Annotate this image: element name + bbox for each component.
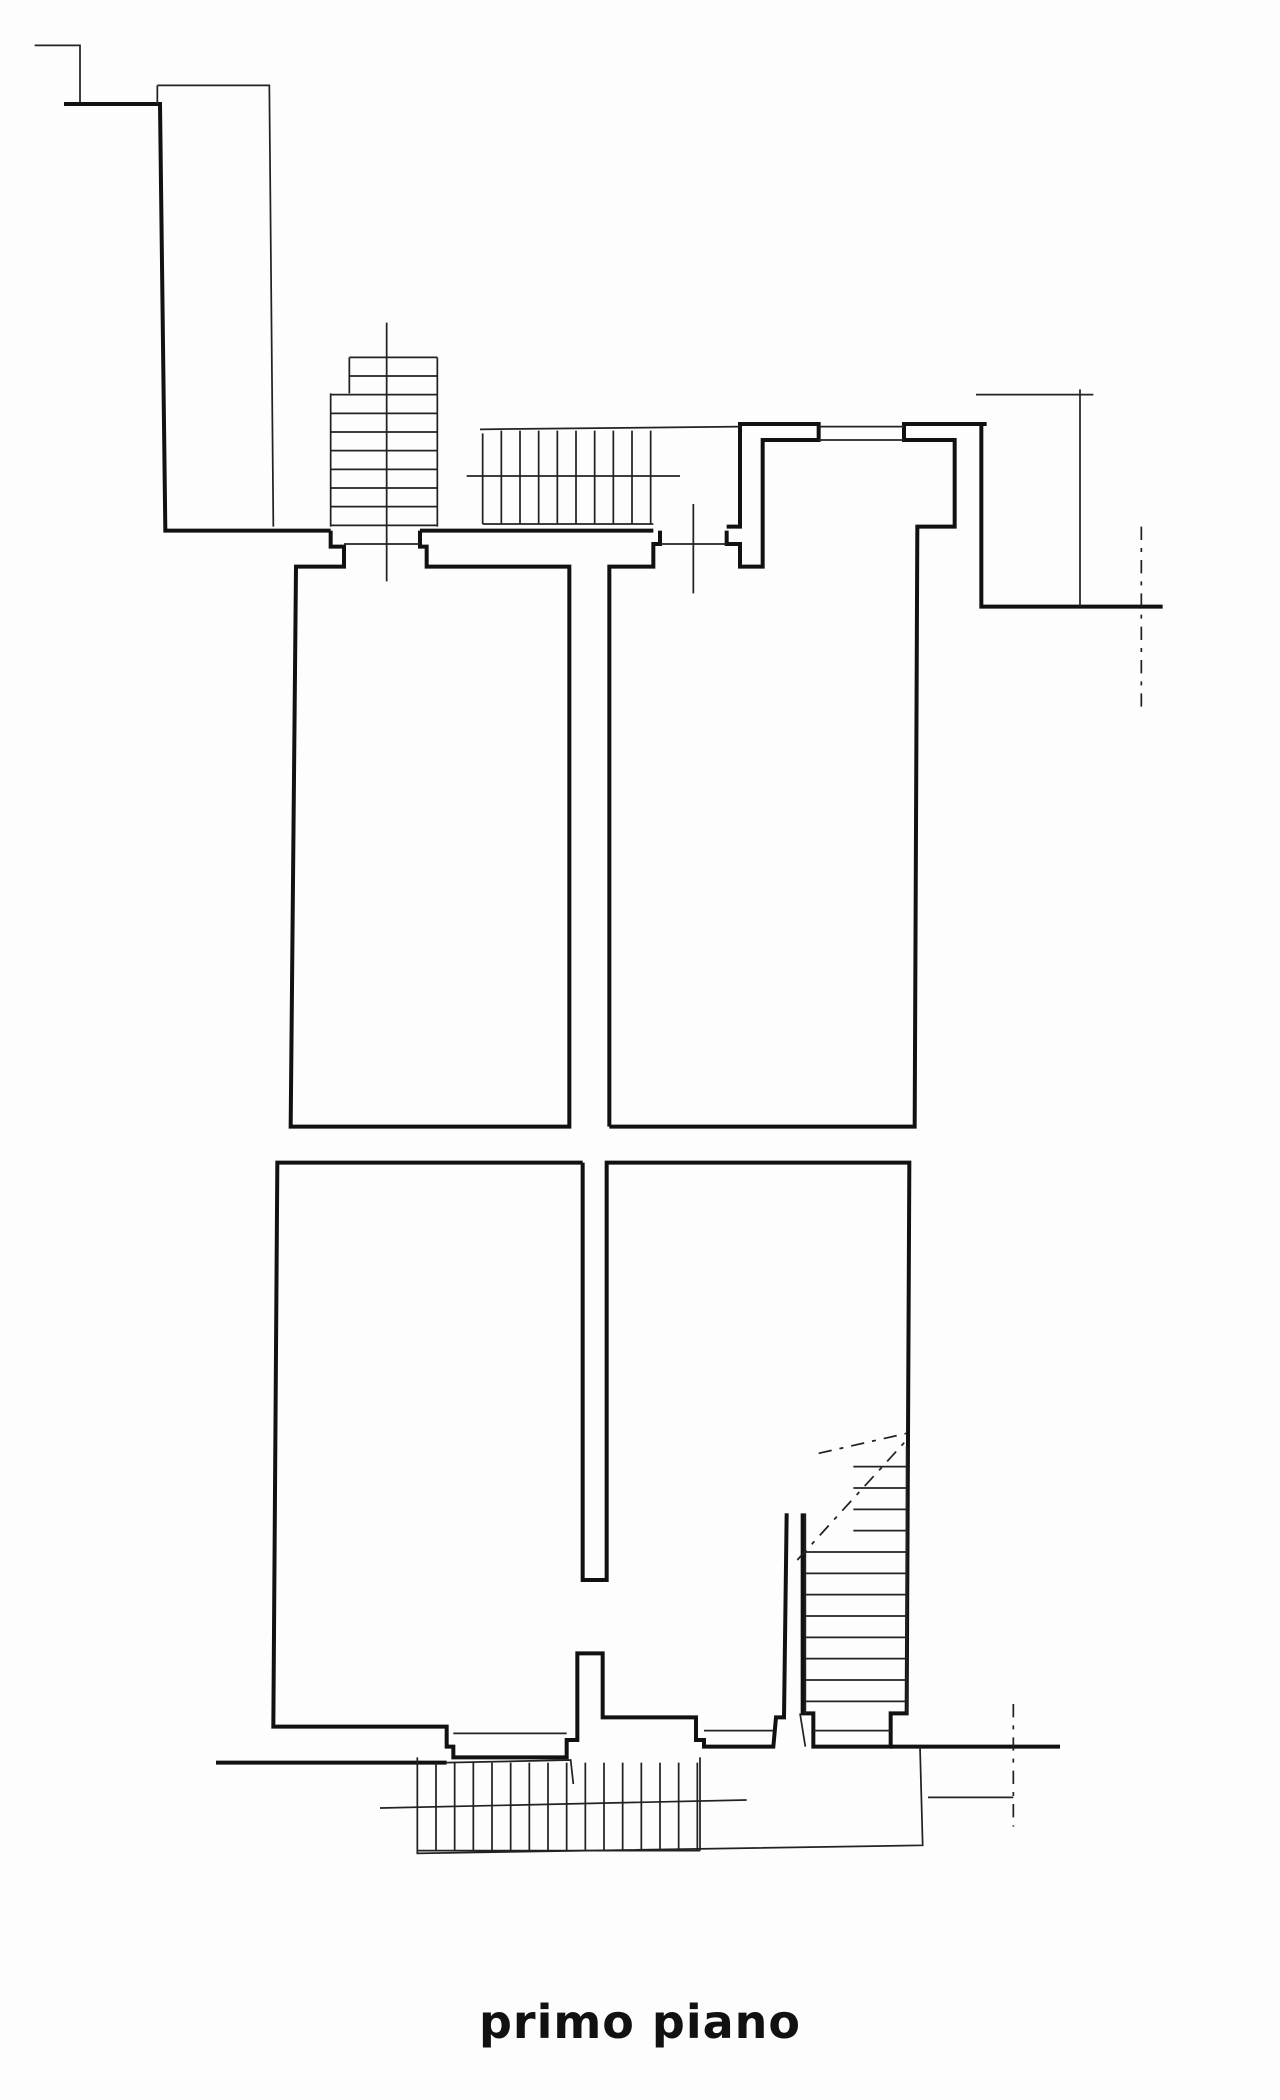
axis-lines	[385, 322, 695, 594]
drawing-title: primo piano	[478, 1995, 802, 2049]
walls	[34, 44, 1163, 1855]
staircases	[329, 356, 908, 1852]
